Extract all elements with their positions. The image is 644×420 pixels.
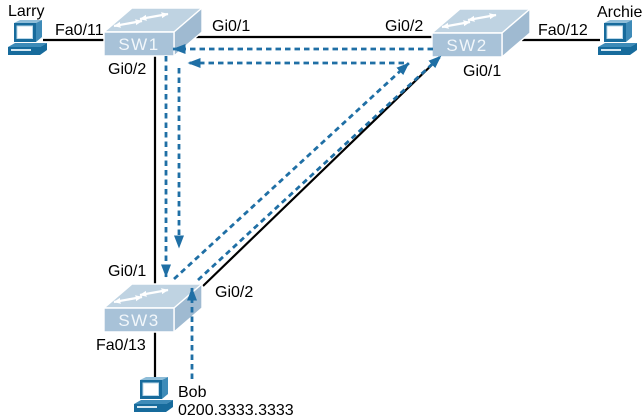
link-sw3-sw2 (202, 57, 440, 287)
port-label-sw3-gi0-1: Gi0/1 (108, 263, 146, 280)
port-label-sw1-gi0-1: Gi0/1 (212, 18, 250, 35)
flood-sw3-to-sw2-arrow-2 (173, 61, 410, 281)
pc-bob-icon (134, 377, 173, 412)
port-label-sw2-gi0-2: Gi0/2 (385, 18, 423, 35)
pc-archie-icon (598, 20, 637, 55)
switch-arrows-icon (139, 12, 169, 21)
pc-archie-label: Archie (597, 4, 642, 21)
switch-arrows-icon (113, 295, 143, 304)
pc-bob-label: Bob (178, 384, 207, 401)
flood-sw3-to-sw2-arrow-1 (197, 54, 442, 282)
switch-arrows-icon (113, 19, 143, 28)
switch-sw3-icon: SW3 (103, 283, 203, 333)
switch-sw1-icon: SW1 (103, 7, 203, 57)
pc-larry-icon (8, 20, 47, 55)
switch-arrows-icon (139, 288, 169, 297)
port-label-fa0-11: Fa0/11 (55, 22, 104, 39)
pc-bob-mac-address: 0200.3333.3333 (178, 402, 294, 419)
switch-sw2-icon: SW2 (431, 8, 531, 58)
pc-larry-label: Larry (8, 3, 44, 20)
switch-sw1-label: SW1 (118, 35, 159, 54)
port-label-fa0-12: Fa0/12 (538, 22, 588, 39)
port-label-sw2-gi0-1: Gi0/1 (463, 63, 501, 80)
port-label-sw3-gi0-2: Gi0/2 (215, 284, 253, 301)
switch-sw2-label: SW2 (446, 36, 487, 55)
port-label-sw1-gi0-2: Gi0/2 (108, 61, 146, 78)
switch-arrows-icon (441, 20, 471, 29)
switch-arrows-icon (467, 13, 497, 22)
switch-sw3-label: SW3 (118, 311, 159, 330)
port-label-fa0-13: Fa0/13 (96, 337, 146, 354)
